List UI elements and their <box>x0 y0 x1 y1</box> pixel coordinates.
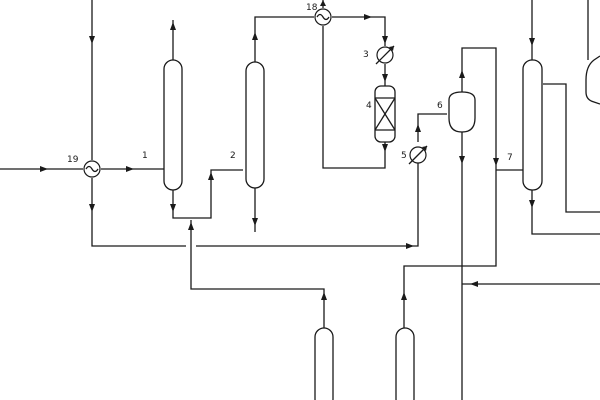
line-18-to-exchanger-3 <box>332 16 386 46</box>
exchanger-19 <box>83 160 101 178</box>
arrow-to-column-1 <box>126 166 134 172</box>
arrow-255-down <box>252 218 258 226</box>
exchanger-3 <box>375 45 395 65</box>
line-vessel-a-to-column-1 <box>190 220 325 330</box>
label-reactor-4: 4 <box>366 101 372 111</box>
arrow-385-down-3 <box>382 144 388 152</box>
column-2-top-line <box>254 16 314 64</box>
label-exchanger-5: 5 <box>401 151 407 161</box>
exchanger-18 <box>314 8 332 26</box>
arrow-532-bottom-down <box>529 200 535 208</box>
exchanger-5 <box>408 145 428 165</box>
label-exchanger-19: 19 <box>67 155 79 165</box>
column-7 <box>522 59 543 191</box>
arrow-385-down-2 <box>382 74 388 82</box>
label-column-1: 1 <box>142 151 148 161</box>
arrow-462-up <box>459 70 465 78</box>
flow-arrows <box>40 0 535 300</box>
column-7-side-line <box>543 83 600 213</box>
return-line <box>196 155 419 247</box>
arrow-532-down <box>529 38 535 46</box>
bottom-vessel-b <box>395 327 415 400</box>
arrow-18-right <box>364 14 372 20</box>
arrow-right-inlet-left <box>470 281 478 287</box>
arrow-211-up <box>208 172 214 180</box>
arrow-462-down <box>459 156 465 164</box>
line-18-down <box>322 26 386 169</box>
label-exchanger-3: 3 <box>363 50 369 60</box>
arrow-feed-right <box>40 166 48 172</box>
arrow-191-up <box>188 222 194 230</box>
reactor-4 <box>374 85 396 143</box>
arrow-column-1-down <box>170 204 176 212</box>
line-5-to-separator-6 <box>417 113 447 142</box>
right-vessel <box>585 55 600 105</box>
column-1 <box>163 59 183 191</box>
label-exchanger-18: 18 <box>306 3 318 13</box>
arrow-255-up <box>252 32 258 40</box>
arrow-92-down-bottom <box>89 204 95 212</box>
label-separator-6: 6 <box>437 101 443 111</box>
arrow-418-up <box>415 124 421 132</box>
arrow-column-1-up <box>170 22 176 30</box>
arrow-404-up <box>401 292 407 300</box>
separator-6 <box>448 91 476 133</box>
bottom-vessel-a <box>314 327 334 400</box>
separator-6-top-line <box>403 47 497 330</box>
column-2 <box>245 61 265 189</box>
label-column-7: 7 <box>507 153 513 163</box>
arrow-324-up <box>321 292 327 300</box>
column-1-bottom-line <box>172 169 243 219</box>
arrow-18-top-up <box>320 0 326 6</box>
arrow-return-right <box>406 243 414 249</box>
arrow-92-down-top <box>89 36 95 44</box>
line-exchanger-19-down <box>91 178 186 247</box>
arrow-385-down-1 <box>382 36 388 44</box>
label-column-2: 2 <box>230 151 236 161</box>
arrow-496-down <box>493 158 499 166</box>
